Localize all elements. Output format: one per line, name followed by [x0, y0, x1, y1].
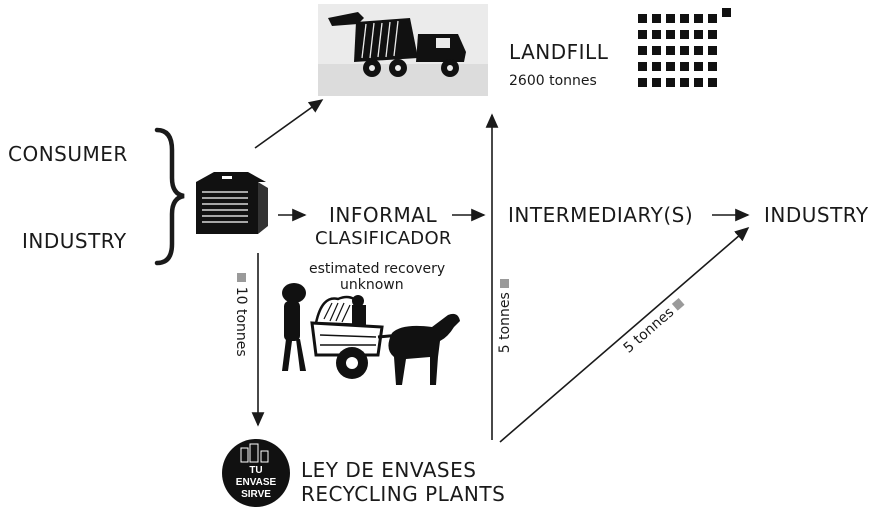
flow-plants-to-landfill-label: 5 tonnes	[497, 266, 513, 366]
tonnage-squares-icon	[638, 8, 731, 87]
logo-line2: ENVASE	[236, 477, 277, 488]
flow-to-plants-label: 10 tonnes	[233, 265, 249, 365]
flow-marker-icon	[500, 278, 509, 288]
flow-marker-icon	[672, 297, 685, 311]
industry-source-label: INDUSTRY	[22, 229, 127, 253]
industry-dest-label: INDUSTRY	[764, 203, 869, 227]
informal-label: INFORMAL	[329, 203, 438, 227]
garbage-truck-icon	[318, 4, 488, 96]
flow-plants-to-landfill-value: 5 tonnes	[497, 292, 513, 354]
horse-cart-icon	[282, 283, 460, 385]
flow-to-plants-value: 10 tonnes	[233, 286, 249, 357]
landfill-amount: 2600 tonnes	[509, 73, 597, 89]
logo-line1: TU	[249, 465, 262, 476]
brace-icon	[154, 127, 185, 266]
consumer-label: CONSUMER	[8, 142, 128, 166]
recycling-line2: RECYCLING PLANTS	[301, 482, 506, 506]
clasificador-label: CLASIFICADOR	[315, 228, 452, 249]
logo-line3: SIRVE	[241, 489, 271, 500]
recovery-line2: unknown	[340, 277, 404, 293]
flow-marker-icon	[237, 273, 246, 283]
intermediary-label: INTERMEDIARY(S)	[508, 203, 694, 227]
recovery-line1: estimated recovery	[309, 261, 446, 277]
dumpster-icon	[196, 172, 268, 234]
recycling-line1: LEY DE ENVASES	[301, 458, 477, 482]
arrow-to-landfill	[254, 99, 324, 149]
arrow-plants-to-industry	[499, 226, 750, 443]
landfill-label: LANDFILL	[509, 40, 609, 64]
recycling-logo-icon: TU ENVASE SIRVE	[222, 439, 290, 507]
